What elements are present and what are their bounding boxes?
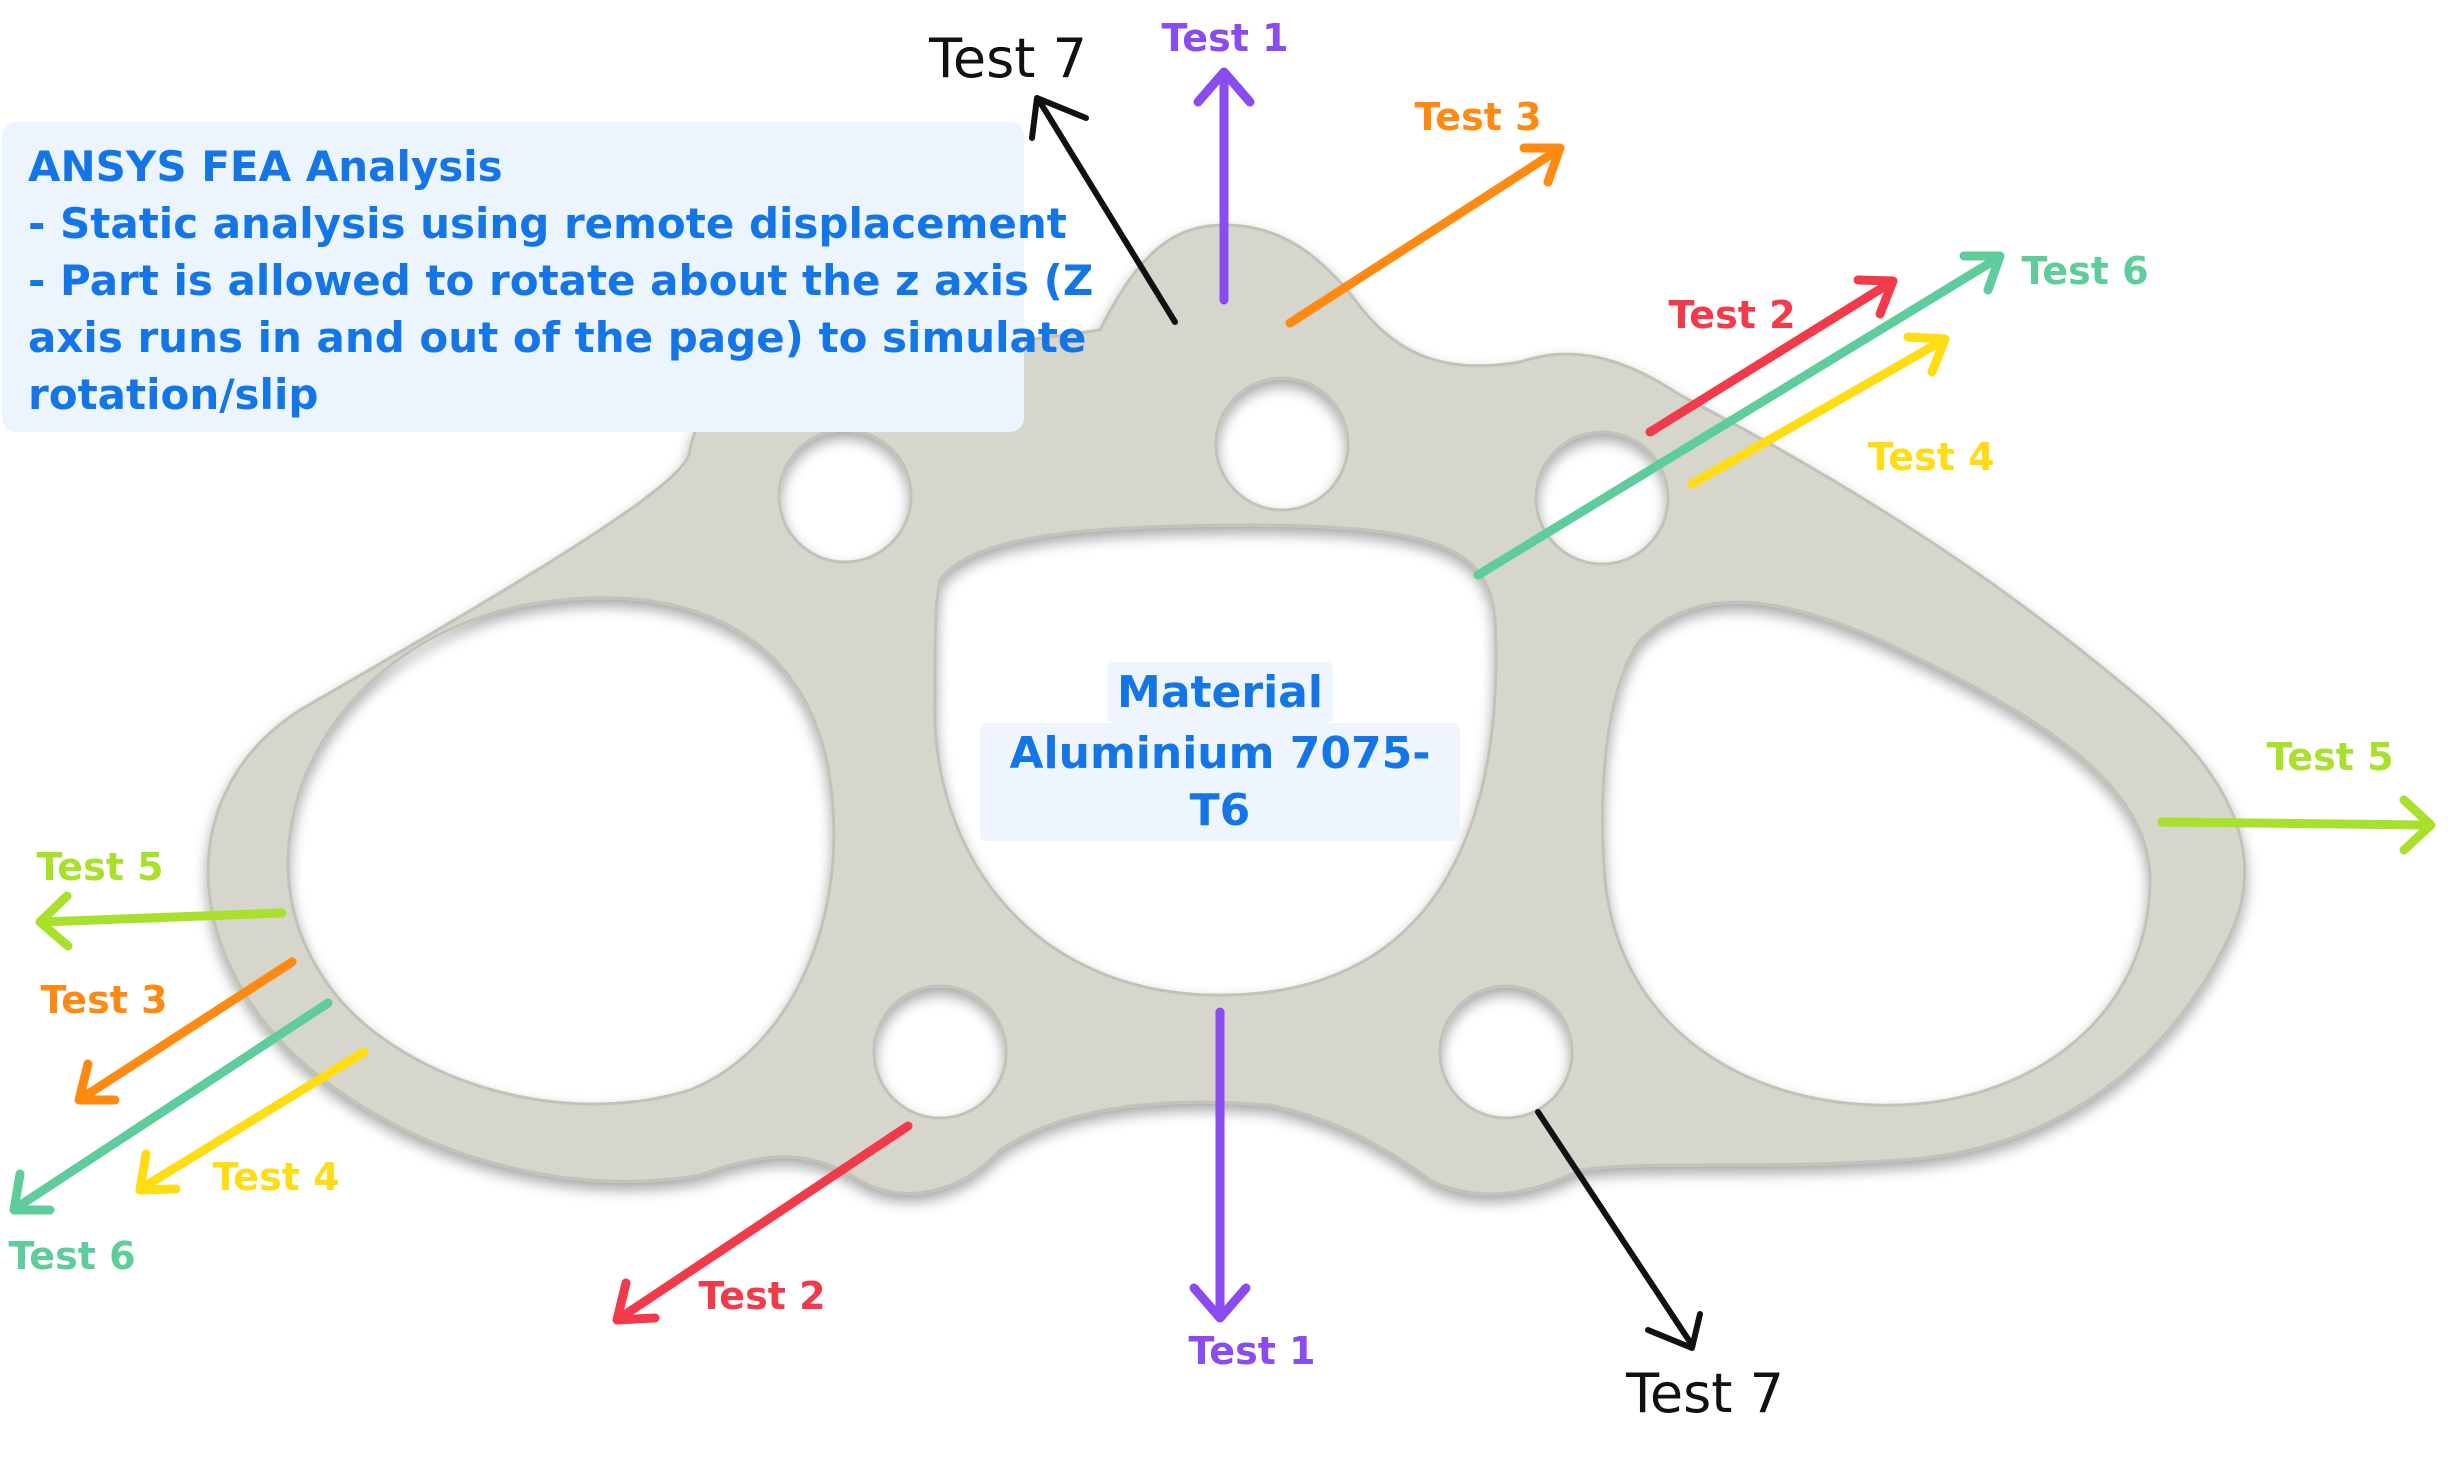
note-title: ANSYS FEA Analysis xyxy=(28,142,503,191)
test3-left-arrow xyxy=(74,957,297,1105)
test4-left-arrow xyxy=(135,1047,369,1195)
test7-bottom-arrow xyxy=(1535,1109,1703,1351)
test6-left-label: Test 6 xyxy=(8,1234,135,1278)
test2-top-arrow xyxy=(1645,275,1898,437)
material-name: Aluminium 7075-T6 xyxy=(980,723,1460,841)
test1-top-label: Test 1 xyxy=(1161,16,1288,60)
test4-right-arrow xyxy=(1687,332,1950,489)
note-line: axis runs in and out of the page) to sim… xyxy=(28,313,1087,362)
material-label: Material Aluminium 7075-T6 xyxy=(980,662,1460,841)
test6-left-arrow xyxy=(9,998,333,1215)
test3-top-label: Test 3 xyxy=(1414,95,1541,139)
test4-left-label: Test 4 xyxy=(212,1155,339,1199)
material-heading: Material xyxy=(1107,662,1333,723)
test1-bottom-label: Test 1 xyxy=(1188,1329,1315,1373)
test5-right-arrow xyxy=(2157,795,2436,855)
test6-right-arrow xyxy=(1473,251,2005,580)
test2-top-label: Test 2 xyxy=(1668,293,1795,337)
test7-top-arrow xyxy=(1029,95,1178,325)
test4-right-label: Test 4 xyxy=(1867,435,1994,479)
test5-right-label: Test 5 xyxy=(2266,735,2393,779)
test7-bottom-label: Test 7 xyxy=(1625,1362,1784,1425)
test2-bottom-label: Test 2 xyxy=(698,1274,825,1318)
bracket-plate xyxy=(206,223,2247,1196)
test6-right-label: Test 6 xyxy=(2021,249,2148,293)
test3-left-label: Test 3 xyxy=(40,978,167,1022)
analysis-note: ANSYS FEA Analysis - Static analysis usi… xyxy=(2,122,1094,432)
note-line: rotation/slip xyxy=(28,370,319,419)
test3-top-arrow xyxy=(1285,143,1565,328)
test1-top-arrow xyxy=(1193,67,1255,305)
test5-left-arrow xyxy=(35,891,287,951)
note-line: - Part is allowed to rotate about the z … xyxy=(28,256,1094,305)
note-line: - Static analysis using remote displacem… xyxy=(28,199,1067,248)
test7-top-label: Test 7 xyxy=(928,27,1087,90)
test5-left-label: Test 5 xyxy=(36,845,163,889)
test2-bottom-arrow xyxy=(612,1121,913,1325)
test1-bottom-arrow xyxy=(1189,1007,1251,1323)
